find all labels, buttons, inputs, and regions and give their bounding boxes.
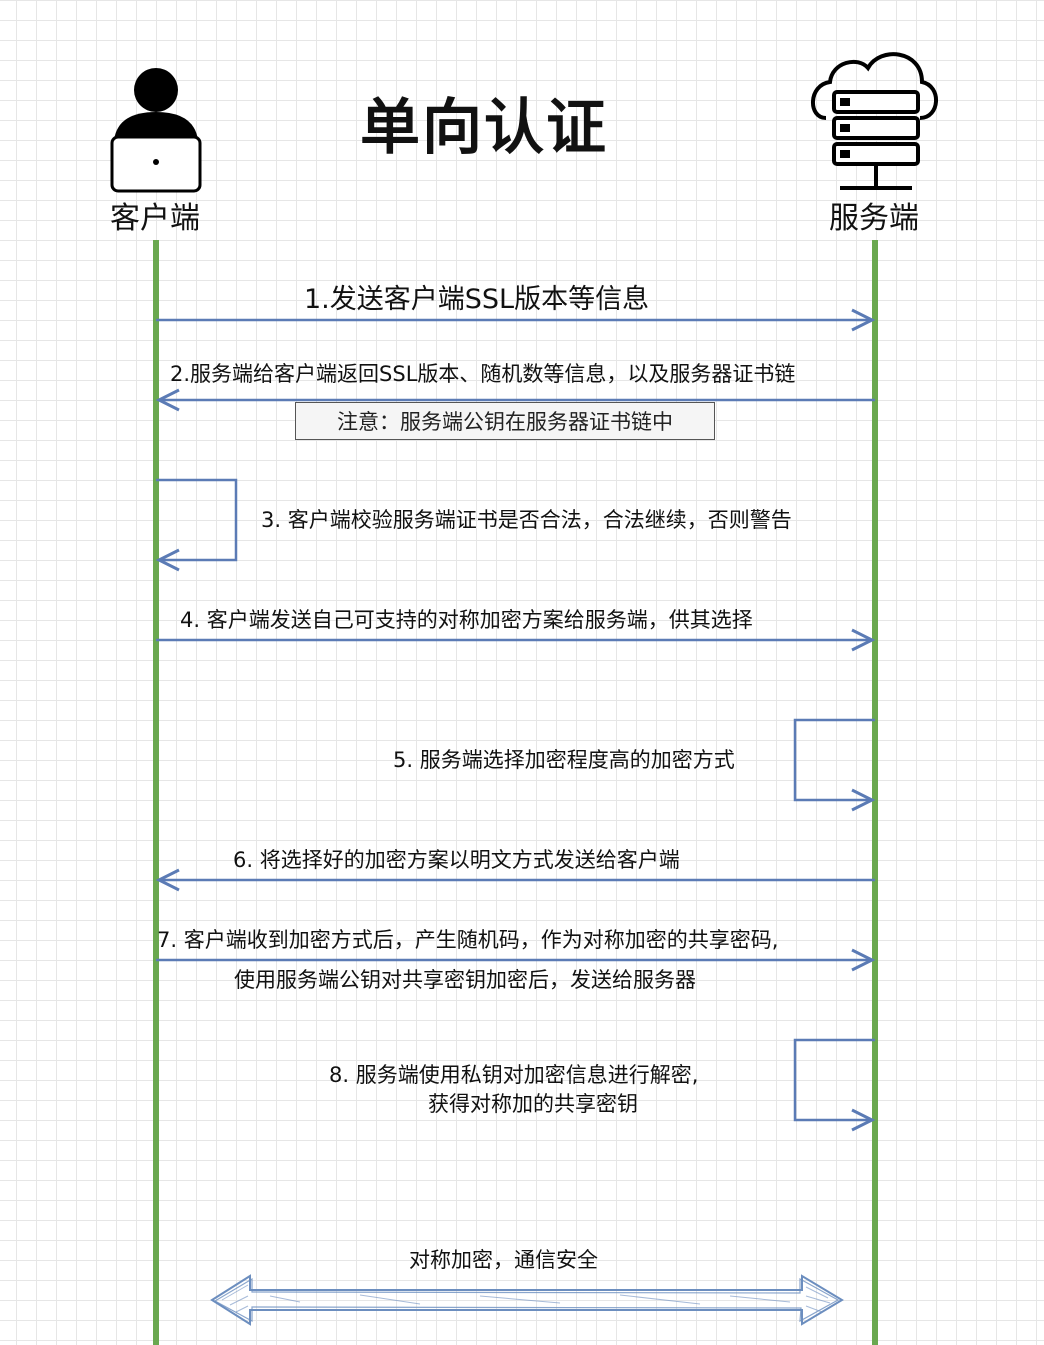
step-7-label-line-1: 7. 客户端收到加密方式后，产生随机码，作为对称加密的共享密码, (157, 928, 779, 952)
step-1-arrow (156, 308, 876, 332)
step-8-label-line-2: 获得对称加的共享密钥 (428, 1092, 638, 1116)
client-label: 客户端 (110, 201, 200, 236)
step-2-arrow (155, 388, 875, 412)
step-4-label: 4. 客户端发送自己可支持的对称加密方案给服务端，供其选择 (180, 608, 753, 632)
step-6-arrow (155, 868, 875, 892)
step-4-arrow (156, 628, 876, 652)
note-box: 注意：服务端公钥在服务器证书链中 (295, 402, 715, 440)
step-2-label: 2.服务端给客户端返回SSL版本、随机数等信息，以及服务器证书链 (170, 362, 796, 386)
step-8-label-line-1: 8. 服务端使用私钥对加密信息进行解密, (329, 1063, 699, 1087)
step-3-label: 3. 客户端校验服务端证书是否合法，合法继续，否则警告 (261, 508, 792, 532)
user-laptop-icon (110, 68, 202, 193)
diagram-title: 单向认证 (360, 93, 608, 163)
final-bidirectional-arrow (210, 1274, 844, 1326)
cloud-server-icon (811, 52, 938, 190)
step-8-arrow (793, 1038, 876, 1132)
step-6-label: 6. 将选择好的加密方案以明文方式发送给客户端 (233, 848, 680, 872)
step-7-label-line-2: 使用服务端公钥对共享密钥加密后，发送给服务器 (234, 968, 696, 992)
final-label: 对称加密，通信安全 (409, 1248, 598, 1272)
step-7-arrow (156, 948, 876, 972)
step-5-label: 5. 服务端选择加密程度高的加密方式 (393, 748, 735, 772)
step-1-label: 1.发送客户端SSL版本等信息 (304, 284, 650, 315)
server-label: 服务端 (829, 201, 919, 236)
step-5-arrow (793, 718, 876, 812)
step-3-arrow (155, 478, 238, 572)
